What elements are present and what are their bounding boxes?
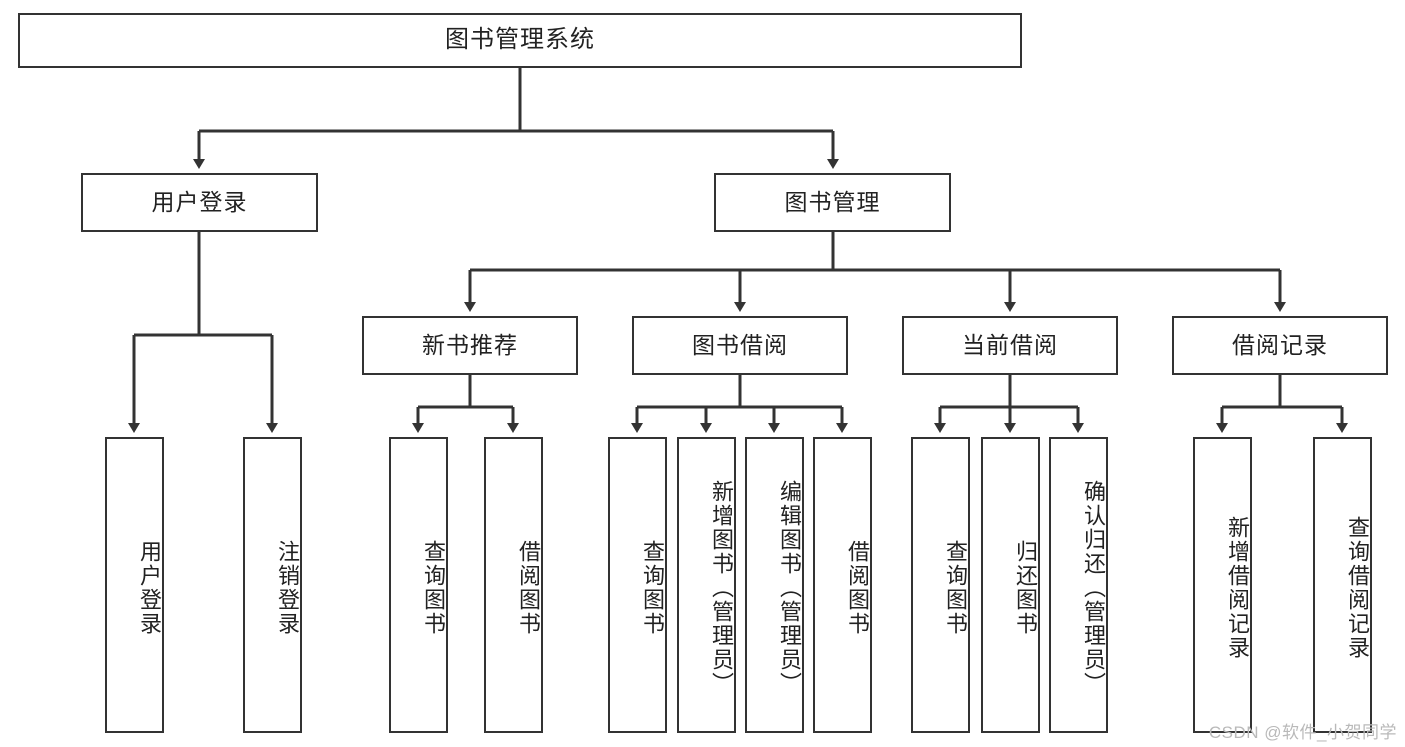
leaf-user-login-1[interactable]: 用户登录 — [105, 437, 164, 733]
leaf-label: 查询图书 — [943, 540, 968, 636]
leaf-label: 借阅图书 — [845, 540, 870, 636]
node-book-borrow[interactable]: 图书借阅 — [632, 316, 848, 375]
node-user-login[interactable]: 用户登录 — [81, 173, 318, 232]
node-borrow-records[interactable]: 借阅记录 — [1172, 316, 1388, 375]
leaf-label: 查询图书 — [421, 540, 446, 636]
leaf-book-borrow-1[interactable]: 查询图书 — [608, 437, 667, 733]
leaf-book-borrow-2[interactable]: 新增图书（管理员） — [677, 437, 736, 733]
leaf-label: 借阅图书 — [516, 540, 541, 636]
leaf-label: 查询借阅记录 — [1345, 516, 1370, 660]
node-book-management[interactable]: 图书管理 — [714, 173, 951, 232]
node-current-borrow[interactable]: 当前借阅 — [902, 316, 1118, 375]
leaf-user-login-2[interactable]: 注销登录 — [243, 437, 302, 733]
leaf-label: 查询图书 — [640, 540, 665, 636]
leaf-book-borrow-3[interactable]: 编辑图书（管理员） — [745, 437, 804, 733]
node-new-book-recommend[interactable]: 新书推荐 — [362, 316, 578, 375]
leaf-new-book-recommend-1[interactable]: 查询图书 — [389, 437, 448, 733]
csdn-watermark: CSDN @软件_小贺同学 — [1208, 723, 1397, 742]
leaf-current-borrow-1[interactable]: 查询图书 — [911, 437, 970, 733]
leaf-label: 新增图书（管理员） — [709, 480, 734, 696]
leaf-label: 归还图书 — [1013, 540, 1038, 636]
leaf-borrow-records-2[interactable]: 查询借阅记录 — [1313, 437, 1372, 733]
leaf-label: 新增借阅记录 — [1225, 516, 1250, 660]
leaf-label: 注销登录 — [275, 540, 300, 636]
leaf-label: 确认归还（管理员） — [1081, 480, 1106, 696]
leaf-borrow-records-1[interactable]: 新增借阅记录 — [1193, 437, 1252, 733]
leaf-new-book-recommend-2[interactable]: 借阅图书 — [484, 437, 543, 733]
leaf-label: 用户登录 — [137, 540, 162, 636]
leaf-current-borrow-2[interactable]: 归还图书 — [981, 437, 1040, 733]
leaf-label: 编辑图书（管理员） — [777, 480, 802, 696]
node-root-system[interactable]: 图书管理系统 — [18, 13, 1022, 68]
leaf-book-borrow-4[interactable]: 借阅图书 — [813, 437, 872, 733]
leaf-current-borrow-3[interactable]: 确认归还（管理员） — [1049, 437, 1108, 733]
